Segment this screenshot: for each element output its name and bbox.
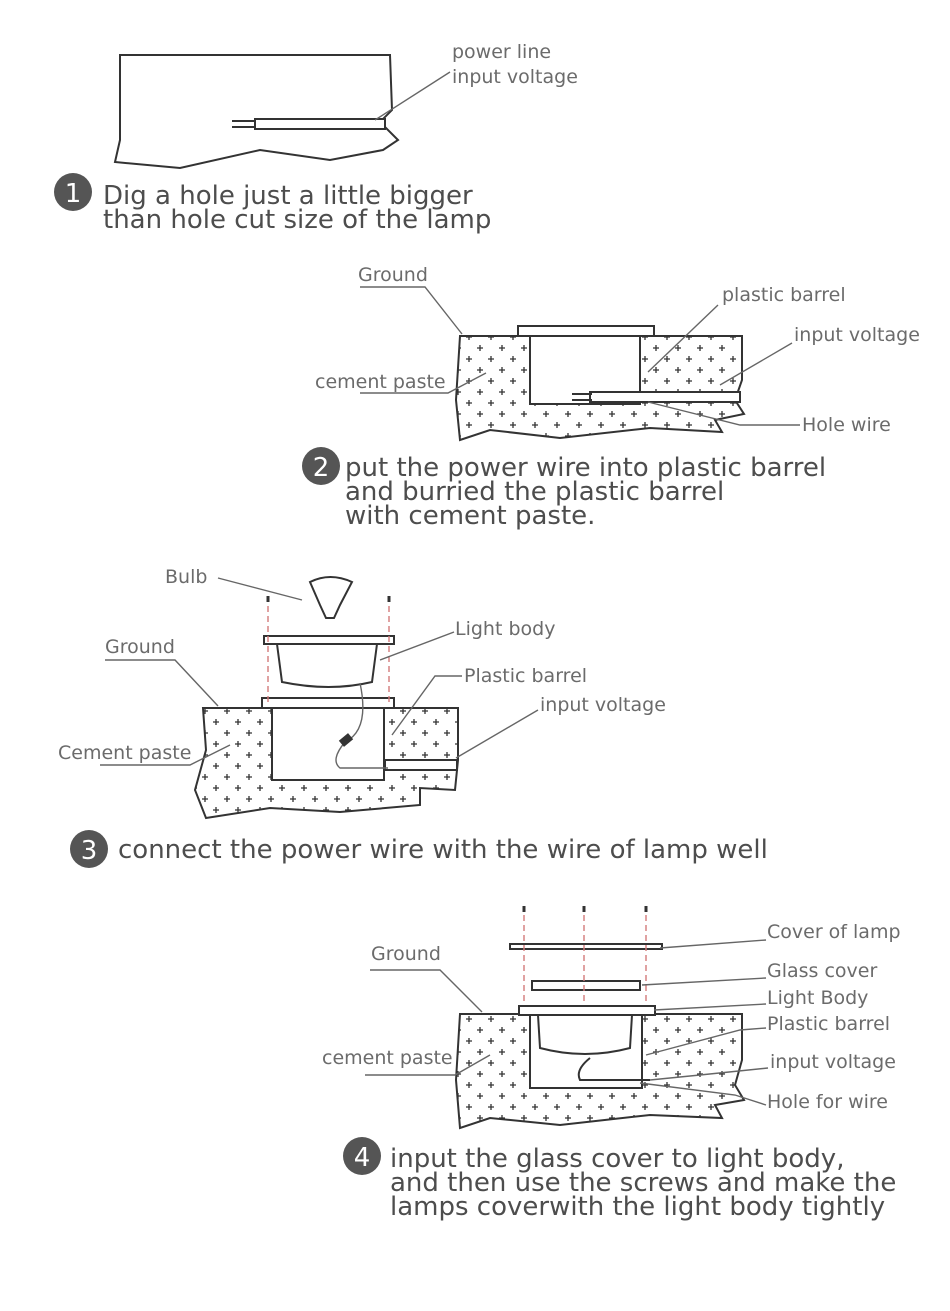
step2-line-1: put the power wire into plastic barrel: [345, 453, 826, 483]
power-line-cable: [254, 118, 386, 130]
label-cement-paste: Cement paste: [58, 742, 191, 764]
wire-connector: [338, 733, 354, 747]
step1-line-2: than hole cut size of the lamp: [103, 205, 491, 235]
cover-of-lamp: [509, 943, 663, 950]
wire-cable: [384, 759, 458, 771]
bulb-icon: [308, 576, 354, 619]
light-body-rim: [263, 635, 395, 645]
wire-cable: [589, 391, 741, 403]
step3-line-1: connect the power wire with the wire of …: [118, 835, 768, 865]
label-plastic-barrel: Plastic barrel: [464, 665, 587, 687]
label-power-line: power line: [452, 41, 551, 63]
step4-caption: 4 input the glass cover to light body, a…: [343, 1137, 896, 1222]
step-badge: [70, 830, 108, 868]
step-number: 3: [81, 836, 98, 866]
step2-line-3: with cement paste.: [345, 501, 595, 531]
label-glass-cover: Glass cover: [767, 960, 877, 982]
label-bulb: Bulb: [165, 566, 207, 588]
label-cement-paste: cement paste: [315, 371, 446, 393]
screw-icon: [266, 596, 391, 602]
step3-illustration: Bulb Light body Ground Plastic barrel in…: [58, 566, 666, 820]
wire-ends: [232, 120, 256, 128]
step4-illustration: Cover of lamp Glass cover Ground Light B…: [322, 906, 901, 1130]
step-badge: [54, 173, 92, 211]
light-body-rim: [518, 1005, 656, 1016]
glass-cover: [531, 980, 641, 991]
step4-line-1: input the glass cover to light body,: [390, 1144, 844, 1174]
step2-caption: 2 put the power wire into plastic barrel…: [302, 447, 826, 531]
step-badge: [343, 1137, 381, 1175]
light-body: [275, 643, 379, 688]
barrel-rim: [517, 325, 655, 337]
step1-illustration: power line input voltage: [113, 41, 578, 170]
label-hole-for-wire: Hole for wire: [767, 1091, 888, 1113]
label-light-body: Light body: [455, 618, 555, 640]
label-cement-paste: cement paste: [322, 1047, 453, 1069]
label-input-voltage: input voltage: [452, 66, 578, 88]
plastic-barrel: [271, 705, 385, 781]
light-body: [536, 1014, 634, 1055]
step3-caption: 3 connect the power wire with the wire o…: [70, 830, 768, 868]
step1-line-1: Dig a hole just a little bigger: [103, 181, 473, 211]
step2-illustration: Ground plastic barrel input voltage ceme…: [315, 264, 920, 442]
ground-block: [113, 54, 400, 170]
label-cover-of-lamp: Cover of lamp: [767, 921, 901, 943]
label-input-voltage: input voltage: [770, 1051, 896, 1073]
step1-caption: 1 Dig a hole just a little bigger than h…: [54, 173, 491, 235]
step-number: 4: [354, 1143, 371, 1173]
label-ground: Ground: [358, 264, 428, 286]
step2-line-2: and burried the plastic barrel: [345, 477, 724, 507]
step4-line-2: and then use the screws and make the: [390, 1168, 896, 1198]
screw-icon: [522, 906, 648, 912]
step-number: 2: [313, 453, 330, 483]
step4-line-3: lamps coverwith the light body tightly: [390, 1192, 885, 1222]
label-plastic-barrel: plastic barrel: [722, 284, 846, 306]
label-plastic-barrel: Plastic barrel: [767, 1013, 890, 1035]
step-badge: [302, 447, 340, 485]
label-input-voltage: input voltage: [794, 324, 920, 346]
step-number: 1: [65, 179, 82, 209]
label-light-body: Light Body: [767, 987, 868, 1009]
label-hole-wire: Hole wire: [802, 414, 891, 436]
label-ground: Ground: [105, 636, 175, 658]
barrel-rim: [261, 697, 395, 709]
label-input-voltage: input voltage: [540, 694, 666, 716]
label-ground: Ground: [371, 943, 441, 965]
